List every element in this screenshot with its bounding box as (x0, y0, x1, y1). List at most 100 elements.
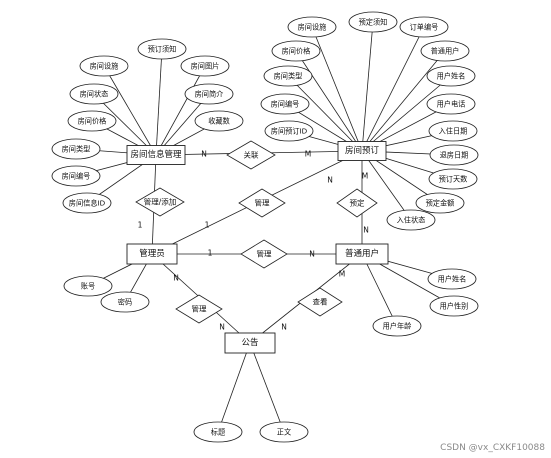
notice-attribute-label-0: 标题 (211, 428, 225, 437)
cardinality-c-admin-1b: 1 (205, 221, 210, 230)
booking-attribute-8 (426, 93, 476, 115)
entity-label-notice: 公告 (241, 337, 258, 348)
admin-attribute-label-0: 账号 (81, 282, 95, 291)
booking-attribute-5 (263, 65, 313, 87)
user-attribute-label-0: 用户姓名 (438, 275, 467, 284)
room-info-attribute-label-1: 预订须知 (148, 45, 177, 54)
booking-attribute-4 (420, 40, 470, 62)
cardinality-c-admin-1c: 1 (208, 249, 213, 258)
booking-attribute-label-0: 房间设施 (298, 23, 327, 32)
booking-attribute-label-7: 房间编号 (271, 100, 300, 109)
admin-attribute-1 (100, 291, 150, 313)
entity-label-normal-user: 普通用户 (345, 248, 379, 259)
booking-attribute-label-3: 房间价格 (282, 47, 312, 56)
notice-attribute-0 (193, 421, 243, 443)
entity-room-booking (337, 141, 387, 161)
cardinality-c-assoc-right: M (305, 150, 311, 159)
relationship-label-r-view: 查看 (313, 297, 328, 307)
relationship-label-r-assoc: 关联 (244, 150, 259, 160)
booking-attr-line-1 (361, 21, 374, 152)
relationship-label-r-manage-add: 管理/添加 (144, 197, 177, 207)
room-info-attribute-label-2: 房间状态 (80, 90, 109, 99)
room-info-attribute-label-8: 房间编号 (62, 172, 91, 181)
relationship-r-manage-add (135, 187, 185, 217)
booking-attribute-label-10: 入住日期 (439, 127, 468, 136)
booking-attribute-7 (260, 93, 310, 115)
room-info-attribute-2 (69, 83, 119, 105)
booking-attr-line-3 (295, 50, 363, 152)
admin-attribute-label-1: 密码 (118, 298, 132, 307)
room-info-attribute-label-5: 房间简介 (195, 90, 225, 99)
entity-admin (126, 243, 178, 265)
cardinality-c-user-m: M (339, 270, 345, 279)
relationship-r-predetermine (336, 188, 378, 218)
booking-attribute-label-11: 退房日期 (440, 151, 469, 160)
cardinality-c-notice-n2: N (173, 274, 179, 283)
notice-attribute-1 (259, 421, 309, 443)
cardinality-c-admin-1a: 1 (138, 221, 143, 230)
booking-attribute-11 (429, 144, 479, 166)
booking-attribute-label-1: 预定须知 (359, 18, 388, 27)
room-info-attribute-9 (62, 192, 112, 214)
booking-attr-line-5 (287, 75, 363, 152)
notice-attr-line-0 (217, 342, 251, 433)
entity-normal-user (335, 243, 389, 265)
room-info-attribute-label-9: 房间信息ID (69, 199, 106, 208)
cardinality-c-notice-n1: N (219, 323, 225, 332)
room-info-attribute-label-0: 房间设施 (90, 62, 119, 71)
relationship-label-r-manage-user: 管理 (257, 249, 272, 259)
booking-attribute-label-5: 房间类型 (274, 72, 303, 81)
room-info-attribute-1 (137, 38, 187, 60)
room-info-attribute-6 (51, 138, 101, 160)
entity-room-info-mgmt (126, 145, 186, 165)
booking-attribute-12 (428, 168, 478, 190)
booking-attribute-label-12: 预订天数 (439, 175, 468, 184)
room-info-attribute-label-7: 收藏数 (208, 117, 230, 126)
booking-attribute-10 (428, 120, 478, 142)
booking-attribute-label-9: 房间预订ID (271, 127, 308, 136)
watermark: CSDN @vx_CXKF10088 (440, 443, 545, 453)
booking-attr-line-2 (361, 26, 425, 152)
relationship-label-r-manage-notice: 管理 (192, 304, 207, 314)
cardinality-c-user-n2: N (281, 323, 287, 332)
room-info-attr-line-5 (155, 93, 210, 156)
relationship-r-manage-booking (238, 188, 286, 218)
booking-attribute-label-8: 用户电话 (437, 100, 466, 109)
relationship-label-r-manage-booking: 管理 (255, 198, 270, 208)
room-info-attr-line-3 (155, 65, 206, 156)
booking-attribute-label-13: 预定金额 (426, 199, 455, 208)
booking-attribute-6 (426, 65, 476, 87)
booking-attr-line-14 (361, 150, 412, 221)
diagram-shapes (51, 11, 479, 443)
user-attribute-2 (372, 315, 422, 337)
entity-notice (224, 332, 276, 354)
room-info-attribute-label-4: 房间价格 (78, 117, 108, 126)
relationship-r-view (297, 287, 343, 317)
user-attribute-label-2: 用户年龄 (383, 322, 412, 331)
booking-attr-line-4 (361, 50, 446, 152)
room-info-attribute-5 (184, 83, 234, 105)
booking-attribute-label-2: 订单编号 (410, 23, 439, 32)
user-attr-line-2 (361, 253, 398, 327)
room-info-attribute-label-6: 房间类型 (62, 145, 91, 154)
user-attribute-0 (427, 268, 477, 290)
room-info-attribute-label-3: 房间图片 (191, 62, 220, 71)
relationship-r-manage-user (240, 239, 288, 269)
booking-attribute-13 (415, 192, 465, 214)
relationship-r-assoc (226, 140, 276, 170)
room-info-attribute-7 (194, 110, 244, 132)
room-info-attribute-3 (180, 55, 230, 77)
diagram-labels: 房间设施预订须知房间状态房间图片房间价格房间简介房间类型收藏数房间编号房间信息I… (62, 18, 546, 454)
booking-attribute-1 (348, 11, 398, 33)
entity-label-room-info-mgmt: 房间信息管理 (130, 149, 182, 160)
cardinality-c-assoc-left: N (201, 150, 207, 159)
booking-attribute-label-14: 入住状态 (397, 216, 426, 225)
booking-attribute-3 (271, 40, 321, 62)
room-info-attr-line-0 (103, 65, 157, 156)
entity-label-admin: 管理员 (139, 248, 165, 259)
cardinality-c-booking-n1: N (327, 176, 333, 185)
booking-attribute-0 (287, 16, 337, 38)
booking-attribute-label-6: 用户姓名 (437, 72, 466, 81)
room-info-attr-line-2 (93, 93, 157, 156)
notice-attribute-label-1: 正文 (277, 428, 291, 437)
